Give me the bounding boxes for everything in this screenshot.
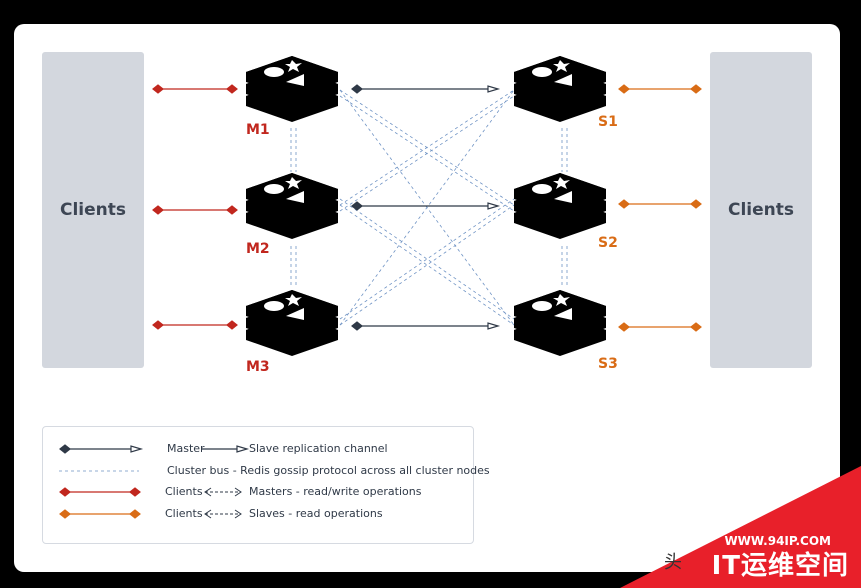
- cluster-bus-lines: [290, 89, 568, 326]
- master-label-m3: M3: [246, 359, 270, 375]
- legend-masters-right: Masters - read/write operations: [249, 485, 422, 498]
- clients-panel-left: Clients: [42, 52, 144, 368]
- slave-node-s2: [514, 173, 606, 239]
- slave-label-s1: S1: [598, 114, 618, 130]
- master-label-m1: M1: [246, 122, 270, 138]
- client-master-links: [152, 84, 238, 330]
- slave-node-s1: [514, 56, 606, 122]
- watermark-url: WWW.94IP.COM: [724, 534, 831, 548]
- legend: Master Slave replication channel Cluster…: [42, 426, 490, 544]
- legend-symbols: [59, 444, 250, 519]
- legend-slaves-right: Slaves - read operations: [249, 507, 383, 520]
- master-node-m3: [246, 290, 338, 356]
- slave-node-s3: [514, 290, 606, 356]
- watermark-title: IT运维空间: [711, 551, 849, 581]
- legend-slaves-left: Clients: [165, 507, 203, 520]
- replication-channels: [351, 84, 501, 331]
- legend-masters-left: Clients: [165, 485, 203, 498]
- master-node-m1: [246, 56, 338, 122]
- watermark: WWW.94IP.COM IT运维空间: [561, 458, 861, 588]
- slave-label-s2: S2: [598, 235, 618, 251]
- clients-left-label: Clients: [59, 200, 126, 220]
- clients-panel-right: Clients: [710, 52, 812, 368]
- legend-replication-right: Slave replication channel: [249, 442, 388, 455]
- master-label-m2: M2: [246, 241, 270, 257]
- watermark-banner: [620, 466, 861, 588]
- legend-replication-left: Master: [167, 442, 205, 455]
- legend-cluster-bus: Cluster bus - Redis gossip protocol acro…: [167, 464, 490, 477]
- clients-right-label: Clients: [727, 200, 794, 220]
- watermark-partial-text: 头: [664, 552, 682, 573]
- master-node-m2: [246, 173, 338, 239]
- slave-label-s3: S3: [598, 356, 618, 372]
- slave-client-links: [618, 84, 702, 332]
